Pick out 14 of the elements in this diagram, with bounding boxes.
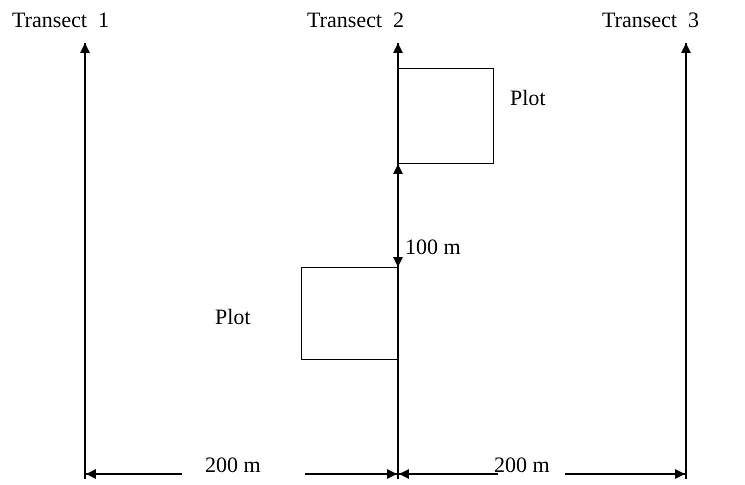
plot-square: [301, 267, 399, 360]
transect-label: Transect 1: [12, 7, 109, 33]
dimension-label: 200 m: [494, 452, 550, 478]
measure-arrow: [393, 164, 403, 267]
plot-square: [398, 68, 494, 164]
transect-arrow: [393, 43, 403, 479]
dimension-label: 200 m: [205, 452, 261, 478]
plot-label: Plot: [215, 304, 250, 330]
transect-label: Transect 3: [602, 7, 699, 33]
transect-arrow: [80, 43, 90, 479]
edge-label: 100 m: [405, 234, 461, 260]
transect-label: Transect 2: [307, 7, 404, 33]
plot-label: Plot: [510, 85, 546, 111]
transect-arrow: [681, 43, 691, 479]
